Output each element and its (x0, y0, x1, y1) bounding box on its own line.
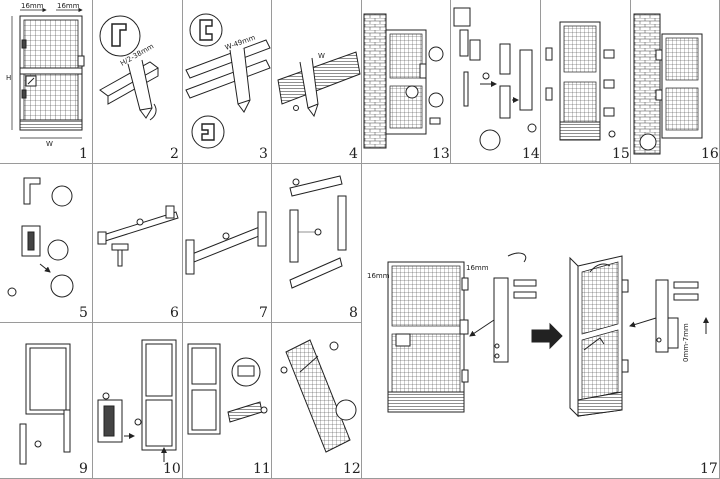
panel-13-art (363, 13, 444, 149)
panel-1-label-top-left: 16mm (21, 2, 44, 10)
step-number-14: 14 (522, 146, 540, 162)
col-divider-6 (540, 0, 541, 163)
step-number-6: 6 (170, 305, 179, 321)
panel-15-art (545, 21, 616, 141)
col-divider-7 (630, 0, 631, 163)
panel-9-art (19, 343, 71, 465)
panel-7-art (185, 211, 267, 275)
step-number-1: 1 (79, 146, 88, 162)
step-number-15: 15 (612, 146, 630, 162)
panel-1-art (11, 7, 85, 139)
panel-4-cut-label: W (318, 52, 325, 60)
step-number-9: 9 (79, 461, 88, 477)
col-divider-2 (182, 0, 183, 479)
step-number-4: 4 (349, 146, 358, 162)
panel-1-label-height: H (6, 74, 11, 82)
panel-16-art (633, 13, 703, 155)
panel-6-art (97, 205, 179, 267)
panel-14-art (453, 7, 537, 151)
panel-1-label-width: W (46, 140, 53, 148)
panel-4-art (277, 51, 361, 118)
step-number-11: 11 (253, 461, 271, 477)
panel-5-art (7, 177, 74, 298)
step-number-7: 7 (259, 305, 268, 321)
col-divider-1 (92, 0, 93, 479)
step-number-3: 3 (259, 146, 268, 162)
step-number-5: 5 (79, 305, 88, 321)
col-divider-4 (361, 0, 362, 479)
panel-1-label-top-right: 16mm (57, 2, 80, 10)
col-divider-5 (450, 0, 451, 163)
step-number-10: 10 (163, 461, 181, 477)
panel-17-art (387, 252, 709, 418)
step-number-8: 8 (349, 305, 358, 321)
row-divider-1 (0, 163, 720, 164)
step-number-12: 12 (343, 461, 361, 477)
panel-8-art (289, 175, 347, 289)
step-number-16: 16 (701, 146, 719, 162)
row-divider-2 (0, 322, 361, 323)
panel-17-right-label: 16mm (466, 264, 489, 272)
panel-17-gap-label: 0mm-7mm (682, 323, 690, 362)
panel-17-left-label: 16mm (367, 272, 390, 280)
step-number-13: 13 (432, 146, 450, 162)
panel-11-art (187, 343, 268, 435)
step-number-17: 17 (700, 461, 718, 477)
panel-10-art (97, 339, 177, 462)
panel-12-art (280, 339, 357, 453)
panel-2-art (99, 15, 159, 121)
panel-3-art (185, 13, 271, 149)
step-number-2: 2 (170, 146, 179, 162)
col-divider-3 (271, 0, 272, 479)
